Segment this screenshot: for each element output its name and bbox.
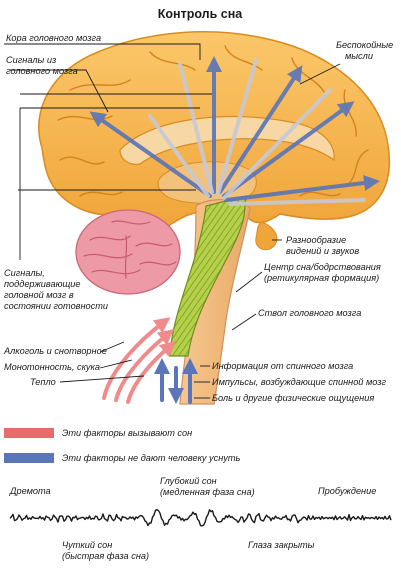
label-signals-from-brain: Сигналы из головного мозга [6,55,78,76]
label-impulses: Импульсы, возбуждающие спинной мозг [212,377,387,387]
label-spinal-info: Информация от спинного мозга [212,361,353,371]
warmth-arrow [126,340,177,404]
signal-line-3 [216,58,258,196]
label-alcohol: Алкоголь и снотворное [3,346,107,356]
arrow-to-back-upper [222,101,355,198]
signal-line-5 [228,198,366,206]
eeg-section: Дремота Глубокий сон (медленная фаза сна… [9,476,392,561]
eeg-label-awakening: Пробуждение [318,486,376,496]
legend: Эти факторы вызывают сон Эти факторы не … [4,428,241,463]
eeg-label-eyes-closed: Глаза закрыты [248,540,315,550]
eeg-label-deep-sleep: Глубокий сон (медленная фаза сна) [160,476,255,497]
label-sleep-center: Центр сна/бодрствования (ретикулярная фо… [264,262,383,283]
labels: Кора головного мозга Сигналы из головног… [3,33,396,403]
diagram-title: Контроль сна [158,7,243,21]
arrow-to-front [89,111,212,198]
eeg-label-light-sleep: Чуткий сон (быстрая фаза сна) [62,540,149,561]
signal-line-4 [222,88,332,200]
alcohol-arrow [102,317,171,400]
monotony-arrow [114,329,175,402]
eeg-label-drowsy: Дремота [9,486,51,496]
sleep-inducing-arrows [102,317,177,404]
label-monotony: Монотонность, скука [4,362,100,372]
label-restless-thoughts: Беспокойные мысли [336,40,396,61]
legend-swatch-wake [4,453,54,463]
label-brainstem: Ствол головного мозга [258,308,361,318]
cortex-signal-lines [148,58,366,206]
legend-swatch-sleep [4,428,54,438]
label-keep-ready: Сигналы, поддерживающие головной мозг в … [4,268,108,311]
leader-lines [4,43,341,399]
arrow-to-back [224,175,380,202]
label-pain: Боль и другие физические ощущения [212,393,374,403]
wake-signal-arrows [89,56,380,202]
legend-sleep-inducing: Эти факторы вызывают сон [62,428,192,438]
reticular-formation [169,195,247,357]
cerebellum [75,209,181,295]
label-cortex: Кора головного мозга [6,33,101,43]
label-variety: Разнообразие видений и звуков [286,235,359,256]
signal-line-2 [148,114,210,198]
pituitary [255,221,278,251]
wake-input-arrows [154,358,198,404]
eeg-trace [9,509,392,527]
legend-sleep-preventing: Эти факторы не дают человеку уснуть [62,453,241,463]
arrow-to-crown [218,65,303,194]
corpus-callosum [119,115,335,165]
signal-line-1 [178,62,214,194]
label-warmth: Тепло [30,377,56,387]
